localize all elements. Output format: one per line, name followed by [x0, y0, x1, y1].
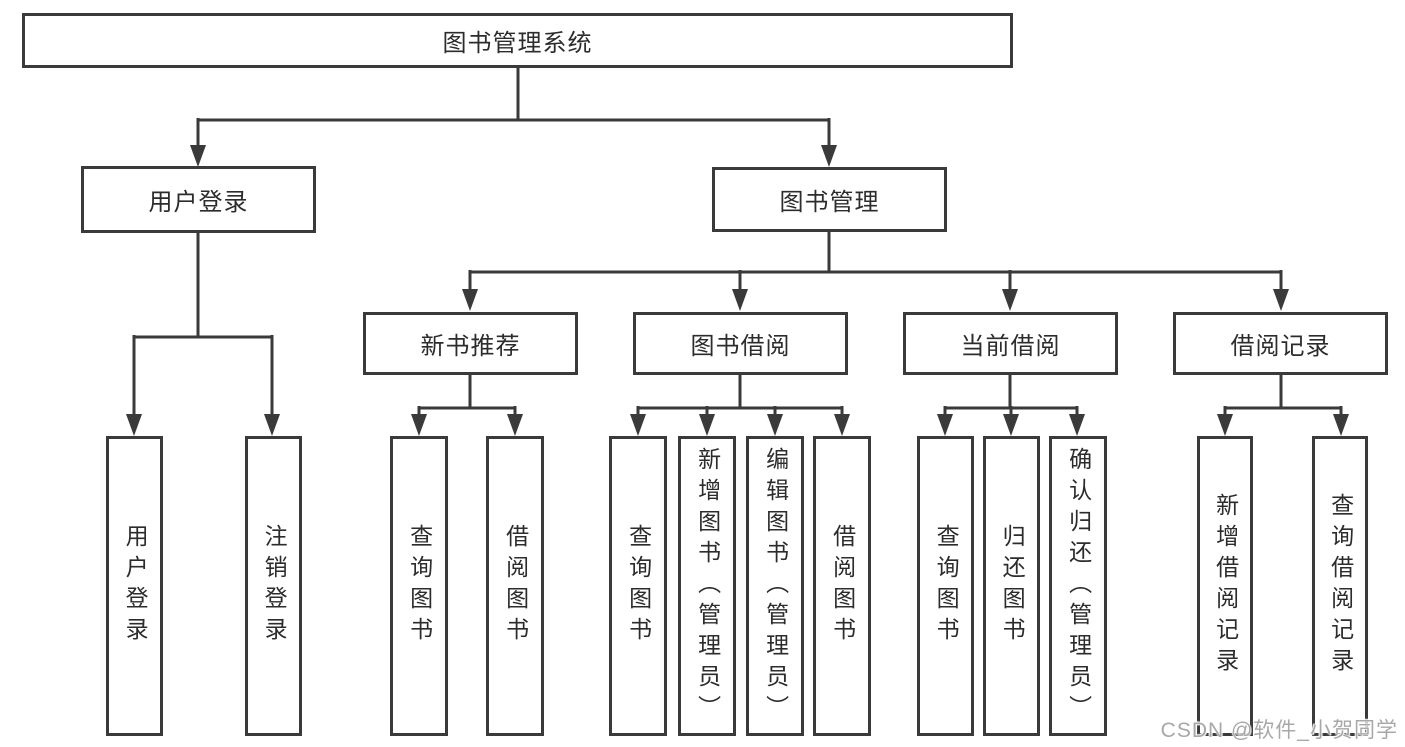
node-query-books-borrow-label: 查询图书: [625, 524, 652, 648]
node-borrow-books-recommend: 借阅图书: [486, 436, 544, 736]
node-confirm-return-admin-label: 确认归还（管理员）: [1065, 446, 1092, 726]
node-query-borrow-record-label: 查询借阅记录: [1327, 493, 1354, 679]
node-book-borrowing: 图书借阅: [633, 312, 848, 375]
node-user-login-action-label: 用户登录: [122, 524, 149, 648]
node-user-login: 用户登录: [81, 166, 316, 233]
node-query-books-recommend-label: 查询图书: [406, 524, 433, 648]
node-user-login-label: 用户登录: [148, 189, 249, 216]
node-edit-books-admin: 编辑图书（管理员）: [746, 436, 804, 736]
node-book-management: 图书管理: [712, 167, 947, 232]
node-borrowing-records: 借阅记录: [1173, 312, 1388, 375]
node-query-books-borrow: 查询图书: [609, 436, 667, 736]
node-borrowing-records-label: 借阅记录: [1230, 333, 1331, 360]
node-query-books-recommend: 查询图书: [390, 436, 448, 736]
node-edit-books-admin-label: 编辑图书（管理员）: [762, 446, 789, 726]
node-add-books-admin-label: 新增图书（管理员）: [694, 446, 721, 726]
node-confirm-return-admin: 确认归还（管理员）: [1049, 436, 1107, 736]
node-query-books-current: 查询图书: [917, 436, 974, 736]
node-logout-label: 注销登录: [261, 524, 288, 648]
node-borrow-books-borrow: 借阅图书: [813, 436, 871, 736]
node-query-borrow-record: 查询借阅记录: [1312, 436, 1368, 736]
node-book-borrowing-label: 图书借阅: [690, 333, 791, 360]
node-logout: 注销登录: [245, 436, 302, 736]
node-new-book-recommendation: 新书推荐: [363, 312, 578, 375]
node-current-borrowing: 当前借阅: [903, 312, 1118, 375]
node-query-books-current-label: 查询图书: [933, 524, 960, 648]
csdn-watermark: CSDN @软件_小贺同学: [1160, 719, 1398, 742]
node-add-borrow-record: 新增借阅记录: [1197, 436, 1253, 736]
node-add-borrow-record-label: 新增借阅记录: [1212, 493, 1239, 679]
node-return-books-label: 归还图书: [999, 524, 1026, 648]
node-root-label: 图书管理系统: [442, 30, 593, 57]
node-add-books-admin: 新增图书（管理员）: [678, 436, 736, 736]
node-book-management-label: 图书管理: [779, 189, 880, 216]
node-borrow-books-recommend-label: 借阅图书: [502, 524, 529, 648]
node-new-book-recommendation-label: 新书推荐: [420, 333, 521, 360]
node-return-books: 归还图书: [983, 436, 1040, 736]
node-current-borrowing-label: 当前借阅: [960, 333, 1061, 360]
node-user-login-action: 用户登录: [106, 436, 163, 736]
node-root: 图书管理系统: [22, 13, 1013, 68]
node-borrow-books-borrow-label: 借阅图书: [829, 524, 856, 648]
